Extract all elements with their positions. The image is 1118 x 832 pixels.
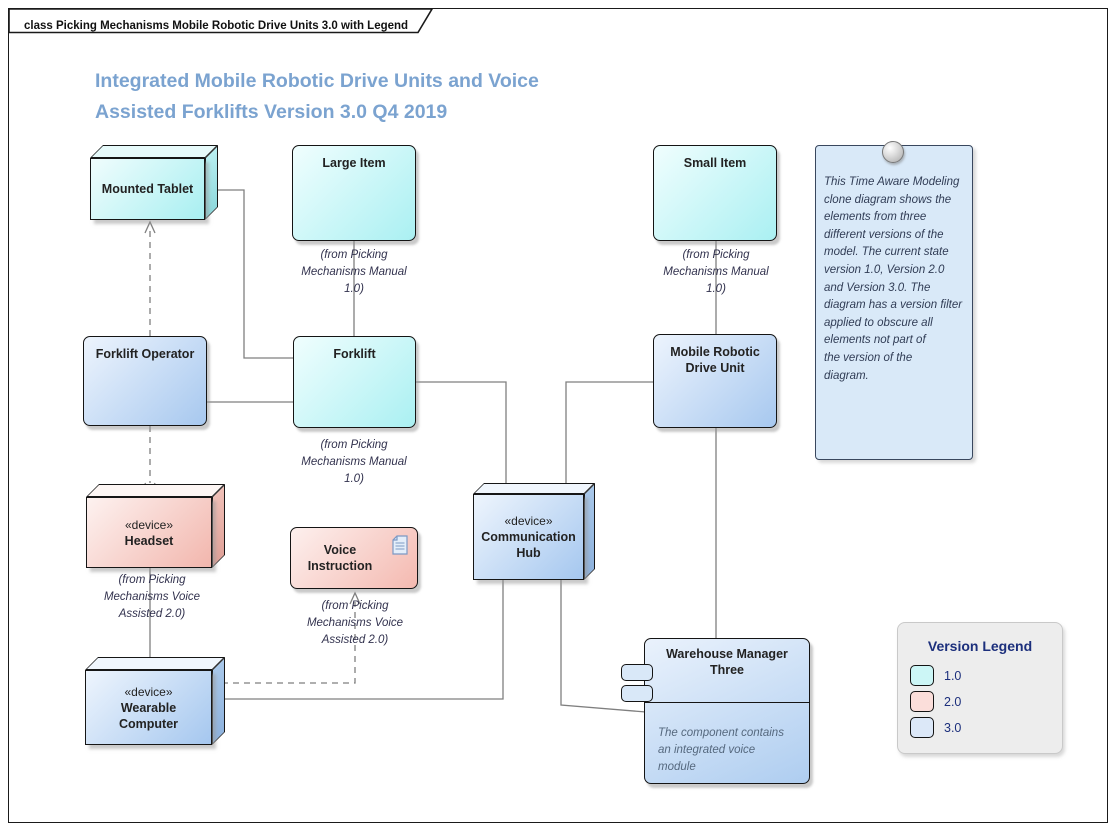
node-label: Large Item — [322, 156, 386, 170]
node-voice-instruction[interactable]: Voice Instruction — [290, 527, 418, 589]
headset-package-caption: (from Picking Mechanisms Voice Assisted … — [103, 574, 201, 620]
mounted-tablet-top-face — [90, 145, 218, 158]
mounted-tablet-side-face — [205, 145, 218, 220]
headset-side-face — [212, 484, 225, 568]
node-warehouse-manager-three[interactable]: Warehouse Manager Three The component co… — [644, 638, 810, 784]
forklift-package-caption: (from Picking Mechanisms Manual 1.0) — [301, 439, 407, 485]
node-label: Headset — [124, 533, 174, 548]
connector-communication-hub-wearable-computer[interactable] — [220, 578, 504, 700]
warehouse-manager-note: The component contains an integrated voi… — [658, 727, 784, 773]
node-mounted-tablet[interactable]: Mounted Tablet — [90, 145, 220, 221]
headset-front-face: «device» Headset — [86, 497, 212, 568]
wearable-computer-side-face — [212, 657, 225, 745]
node-label: Mobile Robotic Drive Unit — [670, 345, 760, 375]
node-label: Communication Hub — [481, 530, 576, 560]
legend-swatch-1-0 — [910, 665, 934, 686]
node-stereotype: «device» — [504, 514, 553, 528]
arrowhead-to-mounted-tablet — [144, 220, 156, 234]
communication-hub-top-face — [473, 483, 595, 494]
legend-row-3: 3.0 — [910, 717, 961, 738]
node-small-item[interactable]: Small Item — [653, 145, 777, 241]
node-communication-hub[interactable]: «device» Communication Hub — [473, 483, 599, 583]
warehouse-port-2[interactable] — [621, 685, 653, 702]
note-text: This Time Aware Modeling clone diagram s… — [824, 176, 963, 382]
voice-instruction-package-caption: (from Picking Mechanisms Voice Assisted … — [306, 600, 404, 646]
node-wearable-computer[interactable]: «device» Wearable Computer — [85, 657, 227, 747]
wearable-computer-front-face: «device» Wearable Computer — [85, 670, 212, 745]
communication-hub-front-face: «device» Communication Hub — [473, 494, 584, 580]
legend-swatch-3-0 — [910, 717, 934, 738]
node-forklift[interactable]: Forklift — [293, 336, 416, 428]
document-icon — [392, 535, 408, 555]
frame-tab-label: class Picking Mechanisms Mobile Robotic … — [24, 20, 409, 32]
node-large-item[interactable]: Large Item — [292, 145, 416, 241]
node-mobile-robotic-drive-unit[interactable]: Mobile Robotic Drive Unit — [653, 334, 777, 428]
node-label: Warehouse Manager Three — [666, 647, 788, 677]
arrowhead-to-voice-instruction — [349, 591, 361, 605]
diagram-frame — [8, 8, 1108, 823]
headset-top-face — [86, 484, 225, 497]
node-label: Voice Instruction — [307, 543, 373, 573]
legend-row-2: 2.0 — [910, 691, 961, 712]
legend-row-1: 1.0 — [910, 665, 961, 686]
node-stereotype: «device» — [124, 684, 173, 699]
node-stereotype: «device» — [124, 517, 174, 532]
diagram-frame-tab: class Picking Mechanisms Mobile Robotic … — [8, 8, 434, 34]
small-item-package-caption: (from Picking Mechanisms Manual 1.0) — [663, 249, 769, 295]
connector-communication-hub-warehouse-manager[interactable] — [560, 578, 647, 713]
mounted-tablet-front-face: Mounted Tablet — [90, 158, 205, 220]
large-item-package-caption: (from Picking Mechanisms Manual 1.0) — [301, 249, 407, 295]
note-element[interactable]: This Time Aware Modeling clone diagram s… — [815, 145, 973, 460]
legend-label-2-0: 2.0 — [944, 694, 962, 709]
communication-hub-side-face — [584, 483, 595, 580]
connector-drive-unit-communication-hub[interactable] — [565, 381, 653, 500]
legend-label-3-0: 3.0 — [944, 720, 962, 735]
node-label: Mounted Tablet — [101, 182, 194, 196]
node-label: Forklift Operator — [95, 347, 195, 361]
legend-swatch-2-0 — [910, 691, 934, 712]
warehouse-manager-header: Warehouse Manager Three — [645, 639, 809, 703]
connector-forklift-communication-hub[interactable] — [416, 381, 507, 500]
dependency-wearable-voice-instruction[interactable] — [222, 602, 356, 684]
node-forklift-operator[interactable]: Forklift Operator — [83, 336, 207, 426]
node-headset[interactable]: «device» Headset — [86, 484, 228, 569]
legend-label-1-0: 1.0 — [944, 668, 962, 683]
note-pin-icon — [882, 141, 904, 163]
wearable-computer-top-face — [85, 657, 225, 670]
node-label: Small Item — [683, 156, 747, 170]
version-legend[interactable]: Version Legend 1.0 2.0 3.0 — [897, 622, 1063, 754]
frame-tab-shape — [8, 8, 434, 34]
node-label: Wearable Computer — [118, 700, 179, 731]
warehouse-port-1[interactable] — [621, 664, 653, 681]
legend-title: Version Legend — [927, 638, 1033, 654]
diagram-title: Integrated Mobile Robotic Drive Units an… — [95, 70, 539, 123]
node-label: Forklift — [333, 347, 376, 361]
connector-mounted-tablet-forklift[interactable] — [218, 189, 293, 359]
